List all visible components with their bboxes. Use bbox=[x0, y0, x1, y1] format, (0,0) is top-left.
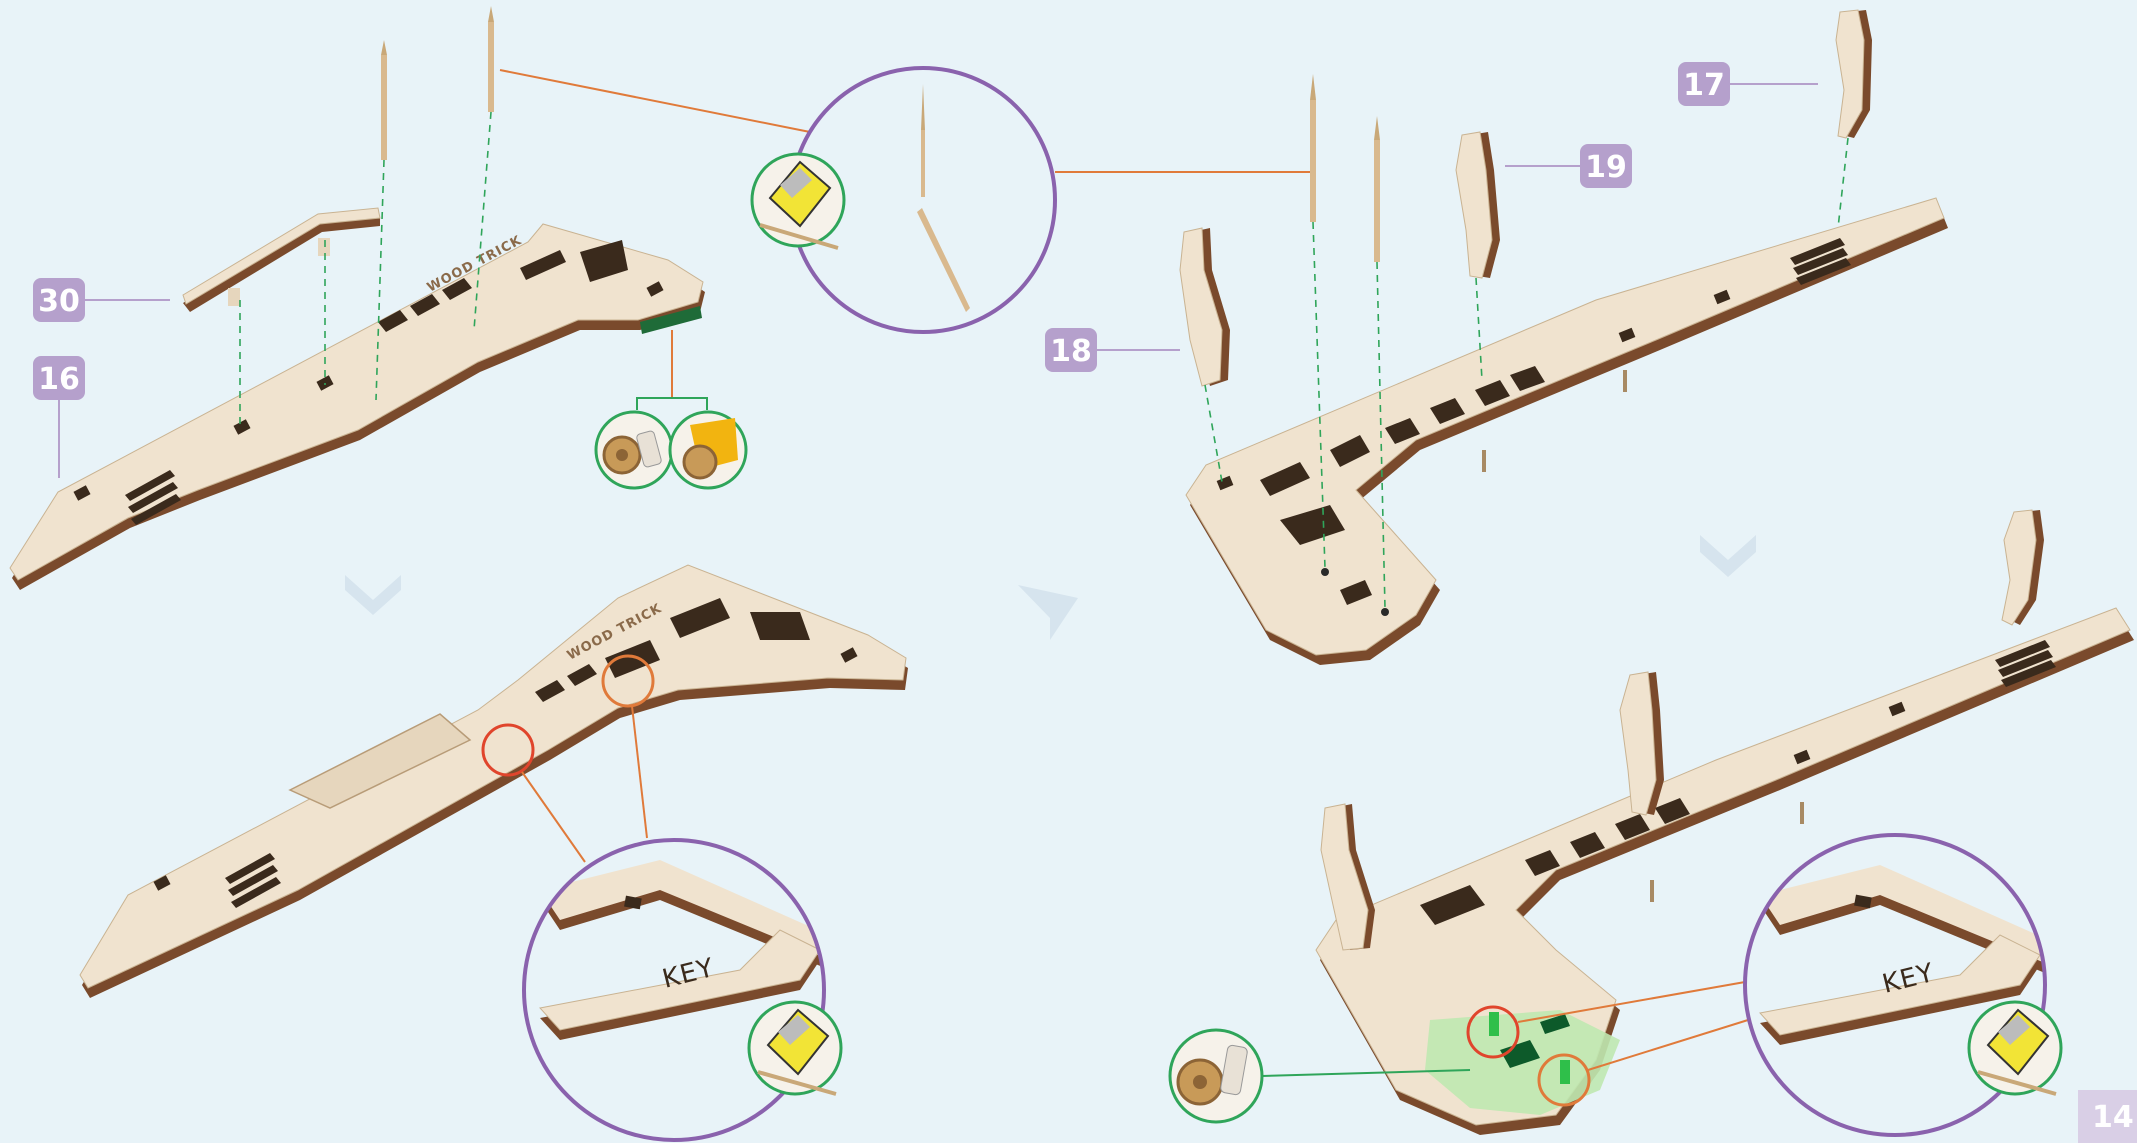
pin-1 bbox=[381, 40, 387, 160]
svg-text:19: 19 bbox=[1585, 150, 1627, 185]
frame-part-16-exploded: WOOD TRICK bbox=[10, 224, 705, 590]
svg-text:18: 18 bbox=[1050, 334, 1092, 369]
svg-text:16: 16 bbox=[38, 362, 80, 397]
part-30 bbox=[183, 208, 380, 312]
step-arrow-down-left bbox=[345, 575, 401, 615]
page-number: 14 bbox=[2078, 1090, 2137, 1143]
pin-2 bbox=[488, 6, 494, 112]
part-18 bbox=[1180, 228, 1230, 386]
sanding-tool-icons bbox=[596, 330, 746, 488]
step-arrow-right-middle bbox=[1018, 585, 1078, 640]
part-19 bbox=[1456, 132, 1500, 278]
pin-4 bbox=[1374, 116, 1380, 262]
part-17 bbox=[1836, 10, 1872, 138]
step-arrow-down-right bbox=[1700, 535, 1756, 577]
badge-19: 19 bbox=[1505, 144, 1632, 188]
svg-text:30: 30 bbox=[38, 284, 80, 319]
badge-30: 30 bbox=[33, 278, 170, 322]
pin-3 bbox=[1310, 74, 1316, 222]
svg-text:14: 14 bbox=[2092, 1100, 2134, 1135]
badge-16: 16 bbox=[33, 356, 85, 478]
svg-text:17: 17 bbox=[1683, 68, 1725, 103]
badge-17: 17 bbox=[1678, 62, 1818, 106]
frame-right-exploded bbox=[1186, 198, 1948, 665]
detail-lens-key-left: KEY bbox=[522, 706, 841, 1140]
badge-18: 18 bbox=[1045, 328, 1180, 372]
